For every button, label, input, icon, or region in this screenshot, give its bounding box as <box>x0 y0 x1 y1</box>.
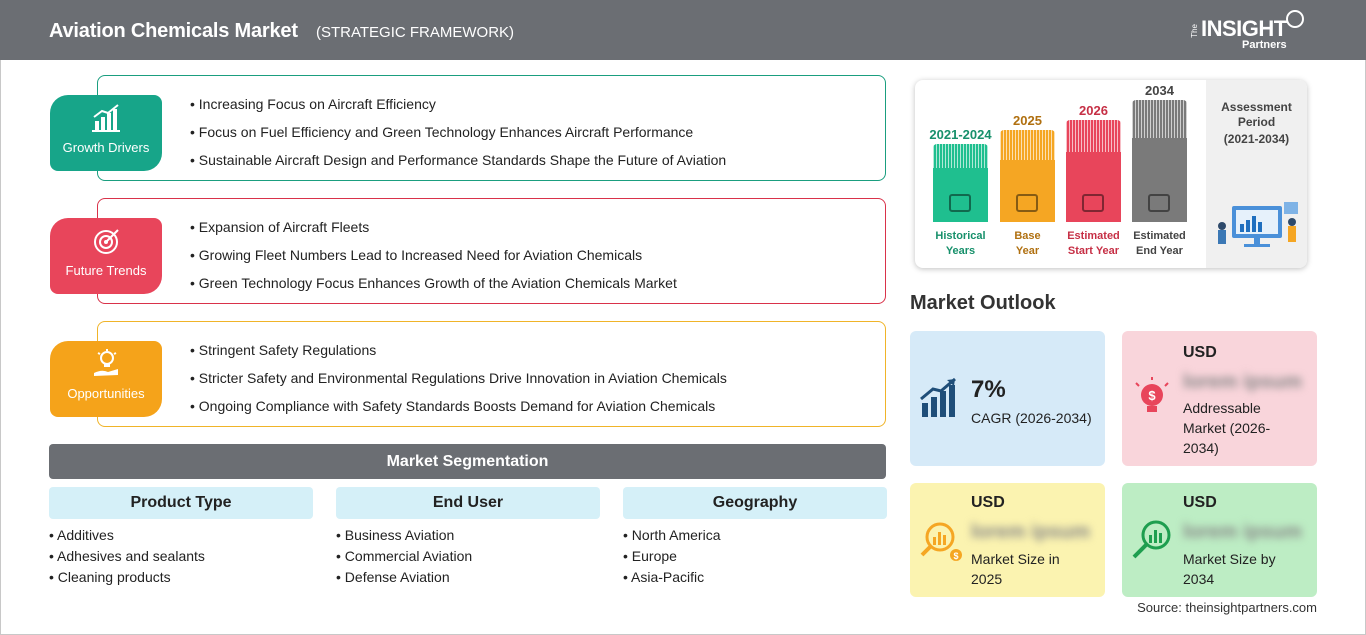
list-item: Additives <box>49 525 313 546</box>
insight-partners-logo: The INSIGHT Partners <box>1190 10 1310 54</box>
market-size-2034-label: Market Size by 2034 <box>1183 551 1276 587</box>
segment-end-user: End User Business Aviation Commercial Av… <box>336 487 600 588</box>
assessment-period-panel: Assessment Period (2021-2034) <box>1206 80 1307 268</box>
calendar-rocket-icon <box>1082 194 1104 212</box>
segment-heading: End User <box>336 487 600 519</box>
future-trends-tag: Future Trends <box>50 218 162 294</box>
market-size-2034-value: lorem ipsum <box>1183 521 1302 543</box>
page-title: Aviation Chemicals Market <box>49 20 298 42</box>
magnifier-chart-icon <box>1132 520 1171 559</box>
opportunities-box: Stringent Safety Regulations Stricter Sa… <box>97 321 886 427</box>
growth-drivers-tag: Growth Drivers <box>50 95 162 171</box>
target-icon <box>94 229 119 254</box>
list-item: Growing Fleet Numbers Lead to Increased … <box>190 245 677 273</box>
bar-growth-icon <box>92 104 120 132</box>
growth-drivers-box: Increasing Focus on Aircraft Efficiency … <box>97 75 886 181</box>
timeline-bar <box>1066 120 1121 222</box>
market-size-2025-value: lorem ipsum <box>971 521 1090 543</box>
timeline-bar <box>933 144 988 222</box>
list-item: Stricter Safety and Environmental Regula… <box>190 368 727 396</box>
segmentation-title: Market Segmentation <box>49 444 886 479</box>
segment-product-type: Product Type Additives Adhesives and sea… <box>49 487 313 588</box>
list-item: Increasing Focus on Aircraft Efficiency <box>190 94 726 122</box>
lightbulb-hand-icon <box>94 349 118 376</box>
segment-heading: Product Type <box>49 487 313 519</box>
list-item: Stringent Safety Regulations <box>190 340 727 368</box>
future-trends-box: Expansion of Aircraft Fleets Growing Fle… <box>97 198 886 304</box>
market-outlook-title: Market Outlook <box>910 292 1056 314</box>
addressable-value: lorem ipsum <box>1183 371 1302 393</box>
list-item: Asia-Pacific <box>623 567 887 588</box>
timeline-year: 2025 <box>1013 113 1042 128</box>
header-bar: Aviation Chemicals Market (STRATEGIC FRA… <box>0 0 1366 60</box>
segment-heading: Geography <box>623 487 887 519</box>
analytics-people-icon <box>1218 202 1298 247</box>
market-size-2025-label: Market Size in 2025 <box>971 551 1060 587</box>
svg-text:$: $ <box>953 551 958 561</box>
list-item: Expansion of Aircraft Fleets <box>190 217 677 245</box>
list-item: Cleaning products <box>49 567 313 588</box>
list-item: Ongoing Compliance with Safety Standards… <box>190 396 727 424</box>
timeline-year: 2026 <box>1079 103 1108 118</box>
monitor-chart-icon <box>1148 194 1170 212</box>
list-item: Sustainable Aircraft Design and Performa… <box>190 150 726 178</box>
timeline-year: 2021-2024 <box>929 127 992 142</box>
cagr-card: 7% CAGR (2026-2034) <box>910 331 1105 466</box>
list-item: Adhesives and sealants <box>49 546 313 567</box>
magnifier-chart-icon: $ <box>920 522 962 561</box>
addressable-market-card: USD lorem ipsum $ Addressable Market (20… <box>1122 331 1317 466</box>
page-subtitle: (STRATEGIC FRAMEWORK) <box>316 24 515 41</box>
timeline-year: 2034 <box>1145 83 1174 98</box>
cagr-label: CAGR (2026-2034) <box>971 410 1092 426</box>
list-item: Commercial Aviation <box>336 546 600 567</box>
market-size-2025-card: USD lorem ipsum $ Market Size in 2025 <box>910 483 1105 597</box>
list-item: Defense Aviation <box>336 567 600 588</box>
list-item: North America <box>623 525 887 546</box>
cagr-value: 7% <box>971 376 1006 403</box>
list-item: Green Technology Focus Enhances Growth o… <box>190 273 677 301</box>
segment-geography: Geography North America Europe Asia-Paci… <box>623 487 887 588</box>
timeline-bar <box>1132 100 1187 222</box>
growth-chart-icon <box>920 377 956 417</box>
source-note: Source: theinsightpartners.com <box>1137 600 1317 615</box>
list-item: Focus on Fuel Efficiency and Green Techn… <box>190 122 726 150</box>
list-item: Europe <box>623 546 887 567</box>
list-item: Business Aviation <box>336 525 600 546</box>
svg-text:$: $ <box>1148 388 1156 403</box>
calendar-icon <box>1016 194 1038 212</box>
timeline-bar <box>1000 130 1055 222</box>
opportunities-tag: Opportunities <box>50 341 162 417</box>
lightbulb-dollar-icon: $ <box>1135 377 1169 412</box>
history-icon <box>949 194 971 212</box>
addressable-label: Addressable Market (2026-2034) <box>1183 400 1271 456</box>
market-size-2034-card: USD lorem ipsum Market Size by 2034 <box>1122 483 1317 597</box>
